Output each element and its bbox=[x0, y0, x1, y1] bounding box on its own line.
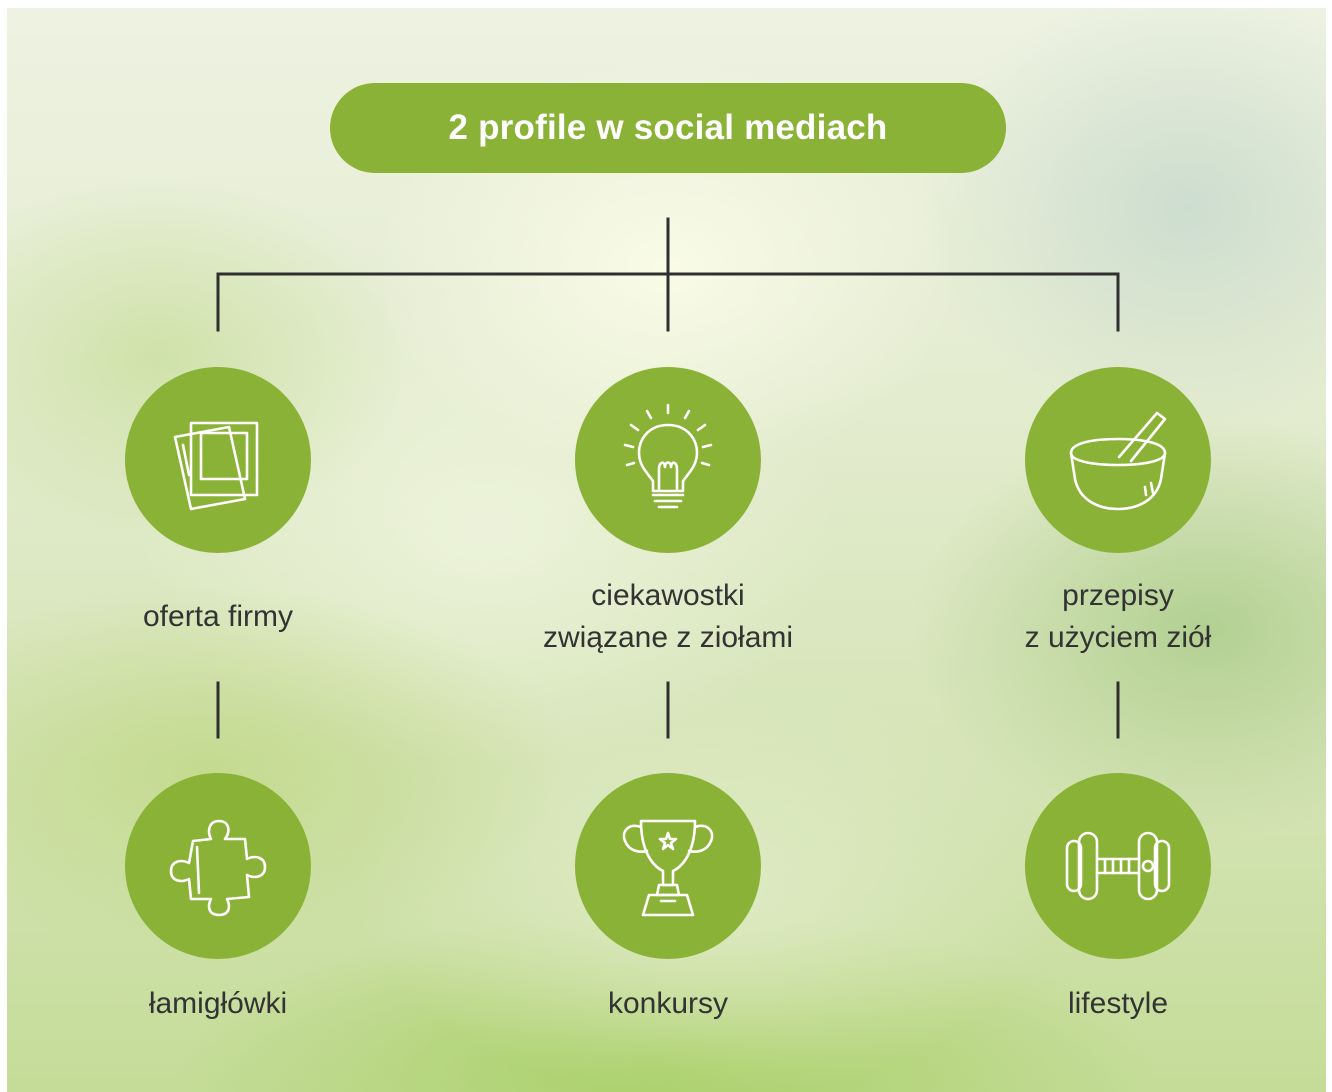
label-line: związane z ziołami bbox=[542, 621, 794, 654]
puzzle-piece-icon bbox=[169, 819, 267, 917]
node-przepisy bbox=[1025, 367, 1211, 553]
trophy-icon bbox=[622, 819, 714, 917]
label-line: ciekawostki bbox=[591, 579, 745, 612]
label-line: konkursy bbox=[607, 987, 729, 1020]
label-lifestyle: lifestyle bbox=[938, 983, 1298, 1025]
label-line: przepisy bbox=[1062, 579, 1174, 612]
label-line: z użyciem ziół bbox=[1024, 621, 1212, 654]
connector-lines bbox=[216, 217, 1120, 739]
node-ciekawostki bbox=[575, 367, 761, 553]
label-ciekawostki: ciekawostki związane z ziołami bbox=[488, 575, 848, 659]
label-line: oferta firmy bbox=[142, 600, 294, 633]
label-line: lifestyle bbox=[1067, 987, 1169, 1020]
label-oferta-firmy: oferta firmy bbox=[38, 596, 398, 638]
label-konkursy: konkursy bbox=[488, 983, 848, 1025]
title-pill: 2 profile w social mediach bbox=[330, 83, 1006, 173]
label-przepisy: przepisy z użyciem ziół bbox=[938, 575, 1298, 659]
photos-icon bbox=[173, 421, 259, 511]
diagram-canvas: 2 profile w social mediach oferta firmy bbox=[7, 8, 1326, 1092]
label-lamiglowki: łamigłówki bbox=[38, 983, 398, 1025]
node-oferta-firmy bbox=[125, 367, 311, 553]
node-konkursy bbox=[575, 773, 761, 959]
node-lamiglowki bbox=[125, 773, 311, 959]
lightbulb-icon bbox=[623, 403, 713, 509]
label-line: łamigłówki bbox=[148, 987, 288, 1020]
page-title: 2 profile w social mediach bbox=[448, 108, 888, 147]
node-lifestyle bbox=[1025, 773, 1211, 959]
mortar-pestle-icon bbox=[1069, 411, 1167, 511]
dumbbell-icon bbox=[1065, 831, 1171, 901]
